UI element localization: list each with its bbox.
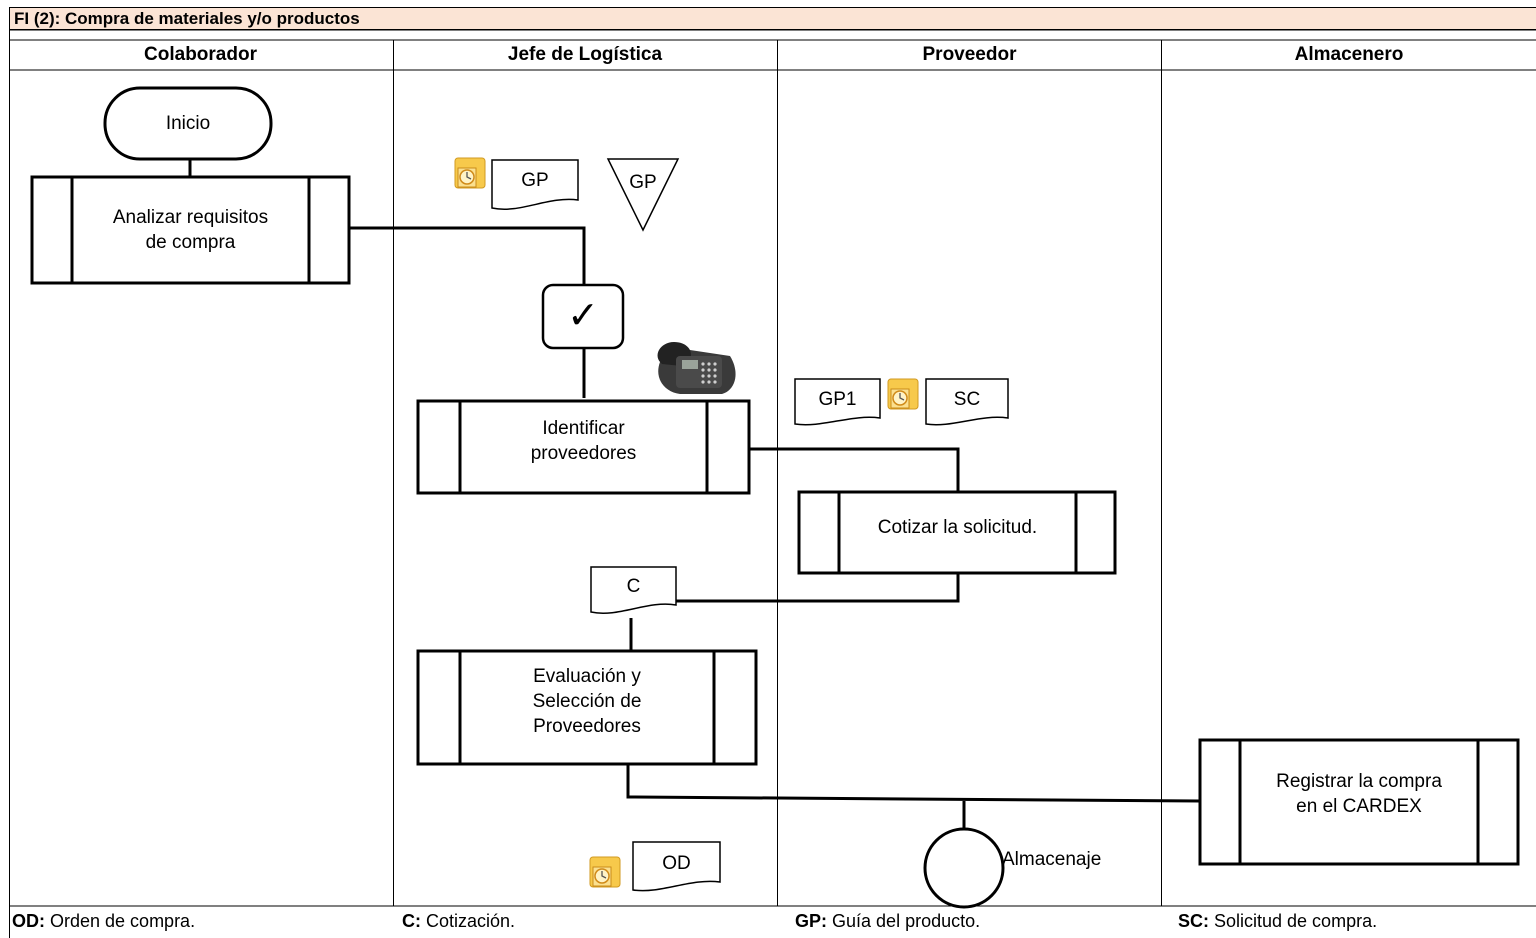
connectors xyxy=(188,159,1201,830)
register-cardex-label: Registrar la compra en el CARDEX xyxy=(1276,771,1442,817)
gp-document-label: GP xyxy=(521,170,549,191)
legend-gp: GP: Guía del producto. xyxy=(795,906,980,936)
lane-header-jefe-logistica: Jefe de Logística xyxy=(507,44,663,65)
od-document-label: OD xyxy=(662,853,691,874)
gp1-document-label: GP1 xyxy=(818,389,857,410)
sc-document-label: SC xyxy=(953,389,981,410)
c-document-label: C xyxy=(626,576,641,597)
analyze-requirements-label: Analizar requisitos de compra xyxy=(112,207,269,253)
start-terminator xyxy=(103,86,273,161)
table-grid xyxy=(9,7,1536,938)
process-shapes xyxy=(30,175,1520,866)
legend-sc-text: Solicitud de compra. xyxy=(1209,911,1378,931)
inspection-box xyxy=(541,283,625,350)
legend-c: C: Cotización. xyxy=(402,906,515,936)
legend-sc-code: SC: xyxy=(1178,911,1209,931)
outlook-icon xyxy=(454,157,486,189)
evaluate-suppliers-label: Evaluación y Selección de Proveedores xyxy=(532,665,642,737)
document-shapes xyxy=(491,159,1009,892)
start-label: Inicio xyxy=(165,113,211,134)
legend-c-code: C: xyxy=(402,911,421,931)
outlook-icon xyxy=(887,378,919,410)
lane-header-proveedor: Proveedor xyxy=(922,44,1017,65)
storage-label: Almacenaje xyxy=(1002,848,1102,870)
legend-gp-text: Guía del producto. xyxy=(827,911,981,931)
legend-od: OD: Orden de compra. xyxy=(12,906,195,936)
telephone-icon xyxy=(657,342,736,394)
legend-c-text: Cotización. xyxy=(421,911,516,931)
check-mark: ✓ xyxy=(567,295,599,337)
identify-suppliers-label: Identificar proveedores xyxy=(530,418,637,464)
legend-od-text: Orden de compra. xyxy=(45,911,196,931)
quote-request-label: Cotizar la solicitud. xyxy=(877,516,1038,538)
storage-triangle xyxy=(606,158,680,232)
legend-od-code: OD: xyxy=(12,911,45,931)
storage-circle xyxy=(923,827,1005,909)
lane-header-colaborador: Colaborador xyxy=(144,44,257,65)
gp-triangle-label: GP xyxy=(629,172,657,193)
lane-header-almacenero: Almacenero xyxy=(1294,44,1404,65)
outlook-icon xyxy=(589,856,621,888)
legend-sc: SC: Solicitud de compra. xyxy=(1178,906,1377,936)
legend-gp-code: GP: xyxy=(795,911,828,931)
